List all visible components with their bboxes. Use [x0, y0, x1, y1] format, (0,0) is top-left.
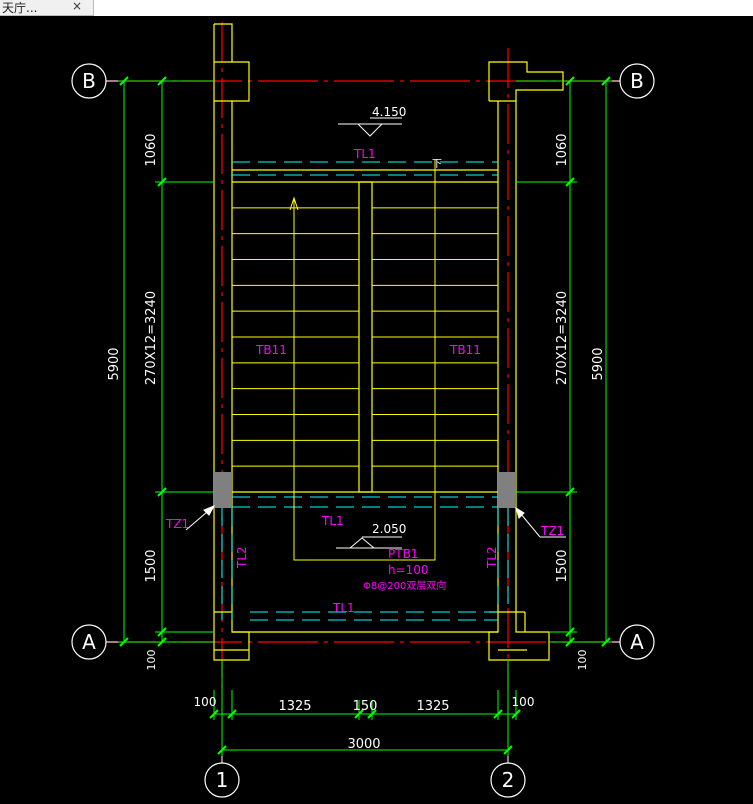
cad-drawing-canvas[interactable]: 4.150 2.050 TL1 TL1 TL1 TB11 TB11 TZ1 TZ…: [0, 16, 753, 804]
dim-left-total: 5900: [107, 347, 122, 380]
dim-left-offset: 100: [145, 650, 158, 671]
dim-left-middle: 270X12=3240: [144, 291, 159, 385]
label-tl2-left: TL2: [235, 546, 249, 569]
dim-right-total: 5900: [591, 347, 606, 380]
axis-label-A-left: A: [82, 630, 96, 654]
label-ptb-h: h=100: [388, 563, 429, 577]
axis-label-A-right: A: [630, 630, 644, 654]
column-tz-right: [498, 472, 516, 508]
dim-right-offset: 100: [576, 650, 589, 671]
dimension-ticks: [119, 76, 611, 755]
tab-title: 天庁...: [2, 1, 38, 15]
label-tz-right: TZ1: [540, 524, 564, 538]
axis-label-1: 1: [216, 768, 229, 792]
walking-line: [289, 160, 436, 561]
label-ptb-rebar: Φ8@200双层双向: [363, 579, 446, 592]
dim-bottom-span-mid: 150: [353, 699, 378, 714]
right-wall-top: [488, 61, 564, 102]
dim-bottom-left-offset: 100: [194, 695, 217, 709]
dim-bottom-span-left: 1325: [278, 699, 311, 714]
dimension-lines: [118, 80, 612, 756]
axis-label-B-right: B: [630, 69, 644, 93]
label-tb-right: TB11: [449, 343, 481, 357]
walls: [213, 23, 564, 661]
elevation-top-label: 4.150: [372, 105, 406, 119]
dim-left-top: 1060: [144, 133, 159, 166]
label-tl2-right: TL2: [485, 546, 499, 569]
dim-right-bottom: 1500: [555, 549, 570, 582]
drawing-tab[interactable]: 天庁... ×: [0, 0, 94, 16]
close-icon[interactable]: ×: [72, 0, 83, 13]
label-tl1-mid: TL1: [321, 514, 344, 528]
dim-bottom-span-right: 1325: [416, 699, 449, 714]
dim-bottom-right-offset: 100: [512, 695, 535, 709]
up-marker: 下: [432, 159, 442, 170]
elevation-mid-label: 2.050: [372, 522, 406, 536]
tab-bar: 天庁... ×: [0, 0, 753, 16]
dim-right-middle: 270X12=3240: [555, 291, 570, 385]
label-ptb: PTB1: [388, 547, 418, 561]
tz-leaders: [185, 505, 566, 538]
label-tb-left: TB11: [255, 343, 287, 357]
dim-left-bottom: 1500: [144, 549, 159, 582]
stair-central-well: [232, 181, 498, 493]
label-tz-left: TZ1: [165, 517, 189, 531]
dim-right-top: 1060: [555, 133, 570, 166]
beams: [221, 161, 509, 621]
label-tl1-top: TL1: [353, 147, 376, 161]
elevation-mid: [336, 536, 402, 549]
elevation-top: [338, 117, 402, 137]
dim-bottom-total: 3000: [347, 737, 380, 752]
column-tz-left: [214, 472, 232, 508]
axis-label-2: 2: [502, 768, 515, 792]
label-tl1-bottom: TL1: [332, 601, 355, 615]
axis-label-B-left: B: [82, 69, 96, 93]
canvas-background: [0, 16, 753, 804]
